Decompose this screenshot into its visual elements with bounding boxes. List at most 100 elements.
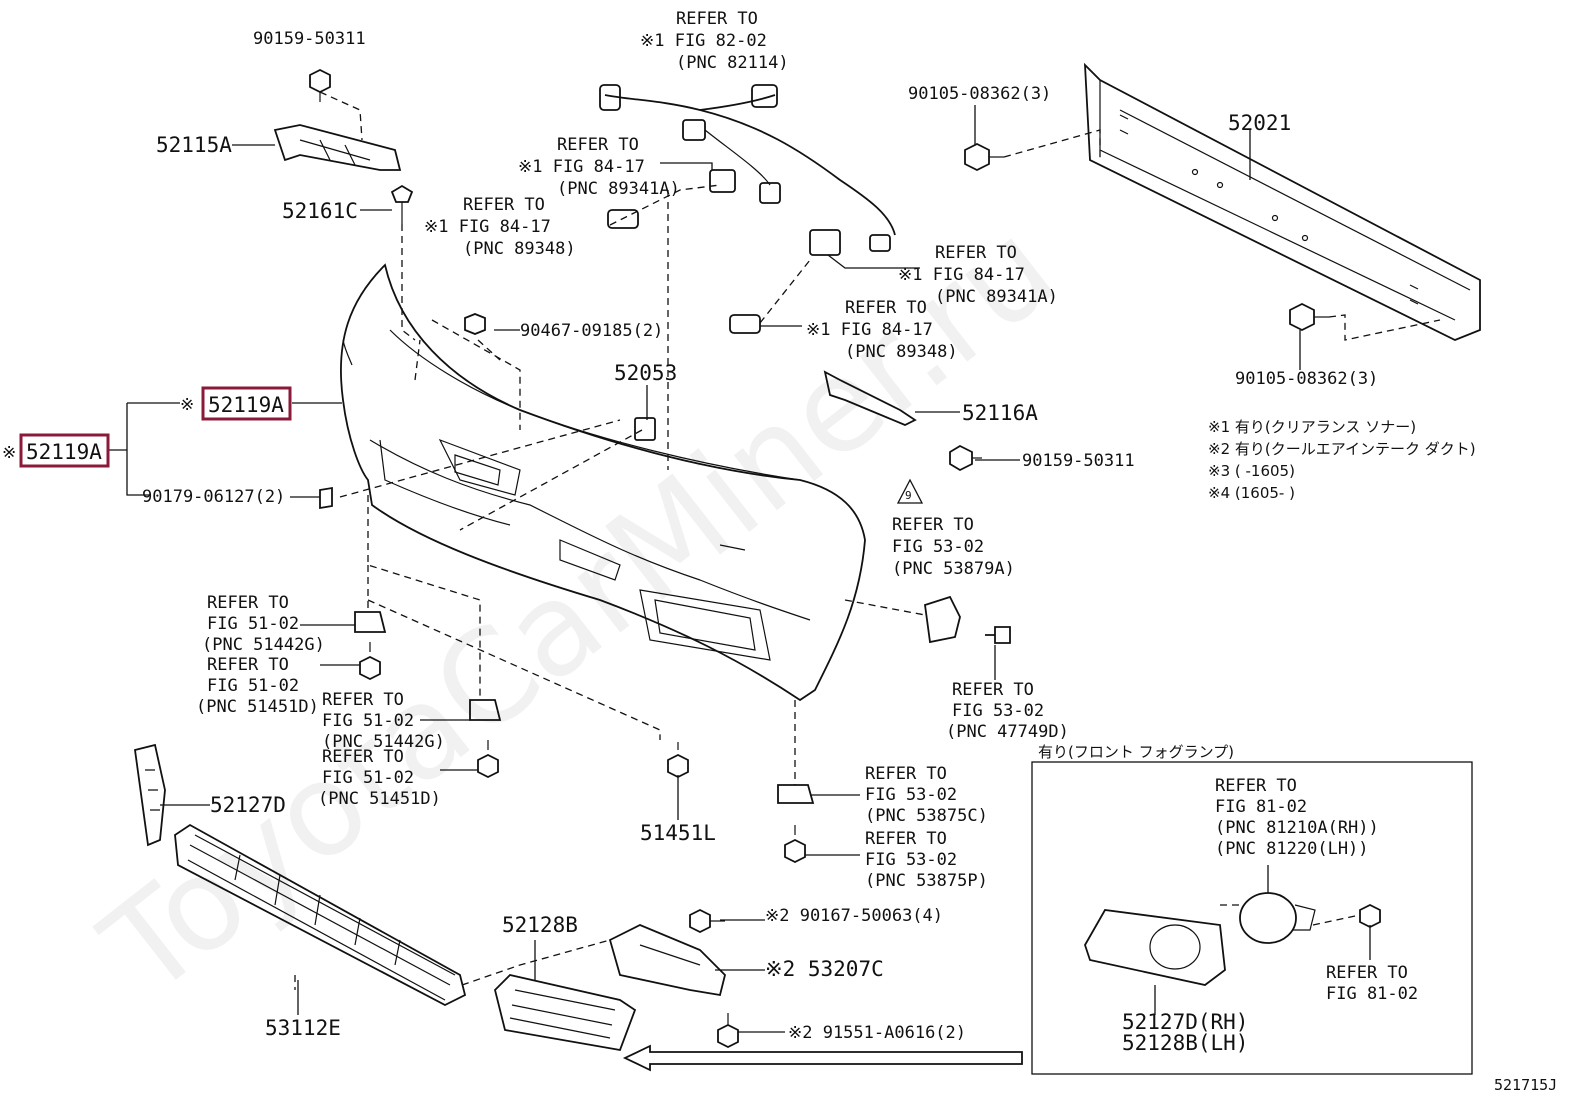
svg-text:REFER TO: REFER TO [952, 680, 1034, 700]
svg-text:(PNC 89348): (PNC 89348) [463, 239, 576, 259]
svg-text:FIG 51-02: FIG 51-02 [322, 711, 414, 731]
ref-fig-84-17-c[interactable]: REFER TO ※1 FIG 84-17 (PNC 89341A) [898, 243, 1058, 307]
fog-part-numbers[interactable]: 52127D(RH) 52128B(LH) [1122, 1010, 1248, 1055]
label-53112E[interactable]: 53112E [265, 1016, 341, 1040]
svg-text:REFER TO: REFER TO [207, 593, 289, 613]
ref-fig-84-17-d[interactable]: REFER TO ※1 FIG 84-17 (PNC 89348) [806, 298, 958, 362]
figure-code: 521715J [1494, 1076, 1557, 1094]
svg-text:REFER TO: REFER TO [1215, 776, 1297, 796]
svg-text:FIG 81-02: FIG 81-02 [1326, 984, 1418, 1004]
ref-fig-51-02-d[interactable]: REFER TO FIG 51-02 (PNC 51451D) [318, 747, 441, 809]
svg-text:(PNC 53875P): (PNC 53875P) [865, 871, 988, 891]
svg-text:※1 有り(クリアランス ソナー): ※1 有り(クリアランス ソナー) [1208, 418, 1416, 436]
sensor-parts-drawing [607, 169, 841, 441]
label-52021[interactable]: 52021 [1228, 111, 1291, 135]
label-52119A-outer[interactable]: 52119A [26, 440, 102, 464]
cover-52127D-drawing [133, 743, 166, 847]
ref-fig-53-02-a[interactable]: REFER TO FIG 53-02 (PNC 53879A) [892, 515, 1015, 579]
svg-text:REFER TO: REFER TO [845, 298, 927, 318]
warning-icon [896, 478, 924, 504]
label-52128B[interactable]: 52128B [502, 913, 578, 937]
label-51451L[interactable]: 51451L [640, 821, 716, 845]
svg-text:※1 FIG 82-02: ※1 FIG 82-02 [640, 31, 767, 51]
svg-text:FIG 51-02: FIG 51-02 [207, 614, 299, 634]
ref-fig-51-02-c[interactable]: REFER TO FIG 51-02 (PNC 51442G) [322, 690, 445, 752]
svg-text:※1 FIG 84-17: ※1 FIG 84-17 [806, 320, 933, 340]
svg-text:FIG 51-02: FIG 51-02 [322, 768, 414, 788]
reinforcement-52021-drawing [1083, 62, 1481, 341]
ref-fig-81-02-a[interactable]: REFER TO FIG 81-02 (PNC 81210A(RH)) (PNC… [1215, 776, 1379, 859]
ref-fig-84-17-a[interactable]: REFER TO ※1 FIG 84-17 (PNC 89341A) [518, 135, 680, 199]
label-52116A[interactable]: 52116A [962, 401, 1038, 425]
svg-text:(PNC 89341A): (PNC 89341A) [557, 179, 680, 199]
label-52119A-inner[interactable]: 52119A [208, 393, 284, 417]
label-52119A-inner-prefix: ※ [180, 395, 194, 415]
label-90105-08362-top[interactable]: 90105-08362(3) [908, 84, 1051, 104]
svg-text:REFER TO: REFER TO [207, 655, 289, 675]
svg-text:(PNC 82114): (PNC 82114) [676, 53, 789, 73]
svg-text:REFER TO: REFER TO [463, 195, 545, 215]
svg-text:(PNC 47749D): (PNC 47749D) [946, 722, 1069, 742]
svg-text:REFER TO: REFER TO [865, 829, 947, 849]
wire-harness-drawing [599, 84, 896, 252]
svg-text:FIG 81-02: FIG 81-02 [1215, 797, 1307, 817]
bumper-cover-drawing [340, 263, 866, 702]
label-53207C[interactable]: ※2 53207C [765, 957, 884, 981]
ref-fig-53-02-b[interactable]: REFER TO FIG 53-02 (PNC 47749D) [946, 680, 1069, 742]
svg-text:(PNC 51451D): (PNC 51451D) [196, 697, 319, 717]
ref-fig-82-02[interactable]: REFER TO ※1 FIG 82-02 (PNC 82114) [640, 9, 789, 73]
duct-53207C-drawing [608, 924, 726, 997]
cover-52128B-drawing [494, 974, 637, 1052]
label-90167-50063[interactable]: ※2 90167-50063(4) [765, 906, 943, 926]
svg-text:REFER TO: REFER TO [322, 690, 404, 710]
fog-lamp-box [1031, 761, 1473, 1075]
direction-arrow [622, 1044, 1023, 1072]
bracket-52115A-drawing [273, 124, 402, 171]
label-91551-A0616[interactable]: ※2 91551-A0616(2) [788, 1023, 966, 1043]
svg-text:※3 ( -1605): ※3 ( -1605) [1208, 462, 1295, 480]
ref-fig-84-17-b[interactable]: REFER TO ※1 FIG 84-17 (PNC 89348) [424, 195, 576, 259]
svg-text:REFER TO: REFER TO [892, 515, 974, 535]
svg-text:(PNC 81210A(RH)): (PNC 81210A(RH)) [1215, 818, 1379, 838]
svg-text:REFER TO: REFER TO [865, 764, 947, 784]
svg-text:FIG 53-02: FIG 53-02 [865, 850, 957, 870]
svg-text:(PNC 89341A): (PNC 89341A) [935, 287, 1058, 307]
svg-text:(PNC 51442G): (PNC 51442G) [322, 732, 445, 752]
fasteners-drawing [309, 68, 1381, 1049]
svg-text:52128B(LH): 52128B(LH) [1122, 1031, 1248, 1055]
ref-fig-51-02-b[interactable]: REFER TO FIG 51-02 (PNC 51451D) [196, 655, 319, 717]
label-52053[interactable]: 52053 [614, 361, 677, 385]
label-90159-50311-top[interactable]: 90159-50311 [253, 29, 366, 49]
ref-fig-53-02-c[interactable]: REFER TO FIG 53-02 (PNC 53875C) [865, 764, 988, 826]
label-52115A[interactable]: 52115A [156, 133, 232, 157]
svg-text:(PNC 81220(LH)): (PNC 81220(LH)) [1215, 839, 1369, 859]
ref-fig-51-02-a[interactable]: REFER TO FIG 51-02 (PNC 51442G) [202, 593, 325, 655]
bracket-52116A-drawing [823, 370, 917, 426]
warning-number: 9 [905, 489, 912, 502]
svg-text:(PNC 53879A): (PNC 53879A) [892, 559, 1015, 579]
svg-text:FIG 53-02: FIG 53-02 [892, 537, 984, 557]
svg-text:FIG 51-02: FIG 51-02 [207, 676, 299, 696]
svg-text:REFER TO: REFER TO [557, 135, 639, 155]
svg-text:52127D(RH): 52127D(RH) [1122, 1010, 1248, 1034]
ref-fig-53-02-d[interactable]: REFER TO FIG 53-02 (PNC 53875P) [865, 829, 988, 891]
svg-text:(PNC 51451D): (PNC 51451D) [318, 789, 441, 809]
svg-text:(PNC 53875C): (PNC 53875C) [865, 806, 988, 826]
svg-text:FIG 53-02: FIG 53-02 [865, 785, 957, 805]
label-90105-08362-bottom[interactable]: 90105-08362(3) [1235, 369, 1378, 389]
dashed-guide-lines [294, 91, 1441, 990]
svg-text:(PNC 89348): (PNC 89348) [845, 342, 958, 362]
label-52119A-outer-prefix: ※ [2, 443, 16, 463]
ref-fig-81-02-b[interactable]: REFER TO FIG 81-02 [1326, 963, 1418, 1004]
label-90159-50311-right[interactable]: 90159-50311 [1022, 451, 1135, 471]
label-52127D[interactable]: 52127D [210, 793, 286, 817]
svg-text:(PNC 51442G): (PNC 51442G) [202, 635, 325, 655]
svg-text:REFER TO: REFER TO [935, 243, 1017, 263]
notes-legend: ※1 有り(クリアランス ソナー) ※2 有り(クールエアインテーク ダクト) … [1208, 418, 1476, 502]
leader-lines [108, 105, 1371, 1033]
label-90179-06127[interactable]: 90179-06127(2) [142, 487, 285, 507]
label-90467-09185[interactable]: 90467-09185(2) [520, 321, 663, 341]
fog-box-title: 有り(フロント フォグランプ) [1038, 743, 1234, 761]
svg-text:FIG 53-02: FIG 53-02 [952, 701, 1044, 721]
label-52161C[interactable]: 52161C [282, 199, 358, 223]
